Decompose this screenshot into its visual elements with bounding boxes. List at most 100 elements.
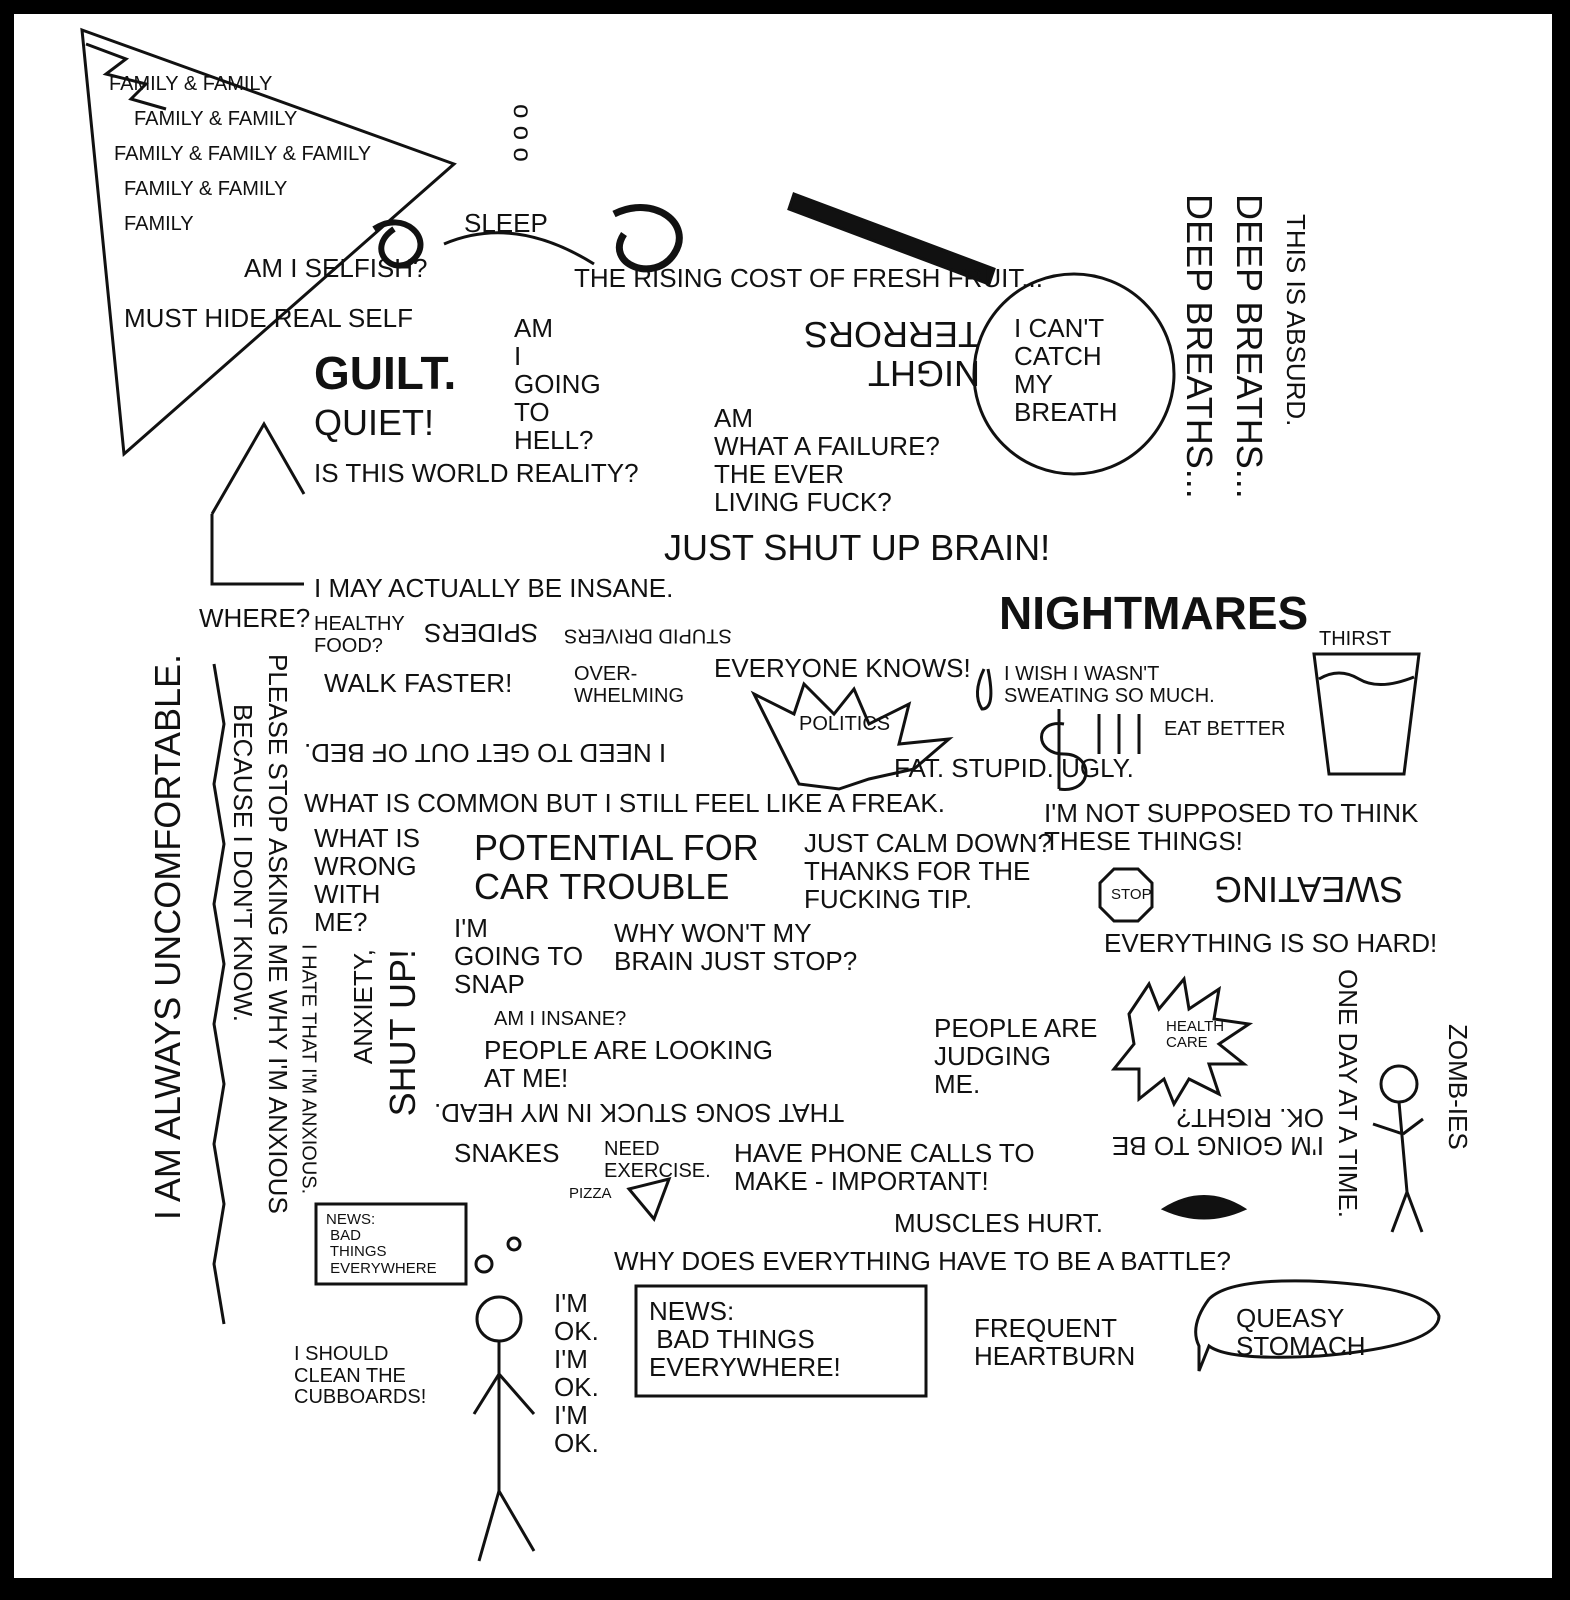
phrase: SWEATING xyxy=(1214,868,1404,910)
stick-figure-body xyxy=(472,1341,536,1562)
phrase: I HATE THAT I'M ANXIOUS. xyxy=(297,944,320,1195)
phrase: I'M OK. I'M OK. I'M OK. xyxy=(554,1288,599,1459)
news-box-small-text: NEWS: BAD THINGS EVERYWHERE xyxy=(326,1211,437,1277)
phrase: I'M GOING TO SNAP xyxy=(454,913,584,1000)
phrase: SNAKES xyxy=(454,1138,560,1168)
family-text: FAMILY & FAMILY xyxy=(109,73,273,95)
phrase: HEALTH CARE xyxy=(1166,1018,1225,1052)
dollar-sign-icon xyxy=(1040,709,1088,791)
phrase: WHY DOES EVERYTHING HAVE TO BE A BATTLE? xyxy=(614,1246,1231,1276)
family-text: FAMILY & FAMILY & FAMILY xyxy=(114,143,372,165)
phrase: JUST CALM DOWN? THANKS FOR THE FUCKING T… xyxy=(804,828,1052,915)
phrase: QUEASY STOMACH xyxy=(1236,1303,1366,1362)
zombie-body xyxy=(1372,1101,1424,1233)
queasy-bubble xyxy=(1194,1279,1441,1372)
family-triangle xyxy=(80,27,457,458)
breath-circle xyxy=(972,272,1176,476)
phrase: I'M GOING TO BE OK. RIGHT? xyxy=(1111,1103,1324,1162)
phrase: ONE DAY AT A TIME. xyxy=(1333,969,1364,1219)
house-walls xyxy=(210,514,304,586)
family-text: FAMILY & FAMILY xyxy=(124,178,288,200)
phrase: SLEEP xyxy=(464,208,548,238)
phrase: MUST HIDE REAL SELF xyxy=(124,303,413,333)
family-text: FAMILY & FAMILY xyxy=(134,108,298,130)
phrase: THE RISING COST OF FRESH FRUIT... xyxy=(574,263,1043,293)
line-drawings xyxy=(80,27,1441,1562)
phrase: HAVE PHONE CALLS TO MAKE - IMPORTANT! xyxy=(734,1138,1035,1197)
phrase: I NEED TO GET OUT OF BED. xyxy=(304,738,667,769)
phrase: THIS IS ABSURD. xyxy=(1281,214,1312,427)
phrase: FREQUENT HEARTBURN xyxy=(974,1313,1136,1372)
stick-figure-head xyxy=(475,1295,523,1343)
bucket-icon xyxy=(1312,652,1421,776)
water-drop-icon xyxy=(976,668,993,711)
phrase: EVERYTHING IS SO HARD! xyxy=(1104,928,1438,958)
phrase: NEED EXERCISE. xyxy=(604,1138,711,1182)
phrase: EAT BETTER xyxy=(1164,718,1286,740)
phrase: WHAT IS COMMON BUT I STILL FEEL LIKE A F… xyxy=(304,788,945,818)
stop-sign-label: STOP xyxy=(1111,886,1152,903)
phrase: WALK FASTER! xyxy=(324,668,513,698)
news-box-small xyxy=(314,1202,468,1286)
phrase: AM I SELFISH? xyxy=(244,253,428,283)
explosion-health xyxy=(1110,975,1254,1108)
phrase: AM WHAT A FAILURE? THE EVER LIVING FUCK? xyxy=(714,403,940,518)
tally-marks xyxy=(1097,714,1141,754)
eye-icon xyxy=(1160,1195,1248,1220)
phrase: MUSCLES HURT. xyxy=(894,1208,1104,1238)
scribble-icon xyxy=(372,219,424,269)
house-icon xyxy=(210,420,306,515)
phrase: WHY WON'T MY BRAIN JUST STOP? xyxy=(614,918,858,977)
thought-bubble xyxy=(506,1236,522,1252)
phrase: I AM ALWAYS UNCOMFORTABLE. xyxy=(147,654,188,1221)
phrase: PIZZA xyxy=(569,1185,612,1202)
thought-bubble xyxy=(474,1254,494,1274)
phrase: OVER- WHELMING xyxy=(574,663,684,707)
phrase: WHERE? xyxy=(199,603,311,633)
stop-sign xyxy=(1098,867,1154,923)
phrase: PLEASE STOP ASKING ME WHY I'M ANXIOUS xyxy=(263,654,294,1214)
phrase: o o o xyxy=(508,104,539,162)
phrase: NIGHT TERRORS xyxy=(804,313,981,394)
news-box-big xyxy=(634,1284,928,1398)
zigzag-decoration xyxy=(85,42,167,111)
phrase: THAT SONG STUCK IN MY HEAD. xyxy=(434,1098,845,1129)
politics-label: POLITICS xyxy=(799,713,891,735)
phrase: I MAY ACTUALLY BE INSANE. xyxy=(314,573,674,603)
zombie-head xyxy=(1379,1064,1419,1104)
phrase: PEOPLE ARE LOOKING AT ME! xyxy=(484,1035,773,1094)
phrase: PEOPLE ARE JUDGING ME. xyxy=(934,1013,1098,1100)
marker-bar xyxy=(787,192,996,286)
phrase: DEEP BREATHS... xyxy=(1178,194,1220,499)
phrase: SHUT UP! xyxy=(382,949,423,1117)
zigzag-line xyxy=(212,663,226,1325)
phrase: AM I INSANE? xyxy=(494,1008,627,1030)
phrase: I'M NOT SUPPOSED TO THINK THESE THINGS! xyxy=(1044,798,1419,857)
eyelash-icon xyxy=(443,231,595,266)
phrase: DEEP BREATHS... xyxy=(1228,194,1270,499)
phrase: IS THIS WORLD REALITY? xyxy=(314,458,639,488)
breath-text: I CAN'T CATCH MY BREATH xyxy=(1014,313,1118,428)
phrase: QUIET! xyxy=(314,402,435,443)
pizza-slice-icon xyxy=(626,1176,672,1222)
phrase: STUPID DRIVERS xyxy=(564,624,732,647)
phrase: BECAUSE I DON'T KNOW. xyxy=(228,704,259,1022)
phrase: SPIDERS xyxy=(424,618,539,649)
phrase: WHAT IS WRONG WITH ME? xyxy=(314,823,420,938)
phrase: GUILT. xyxy=(314,347,457,399)
phrase: ANXIETY, xyxy=(348,949,378,1065)
explosion-politics xyxy=(750,681,954,791)
news-box-big-text: NEWS: BAD THINGS EVERYWHERE! xyxy=(649,1296,841,1383)
phrase: ZOMB-IES xyxy=(1443,1024,1474,1150)
phrase: JUST SHUT UP BRAIN! xyxy=(664,527,1051,568)
scribble-icon xyxy=(612,204,683,273)
phrase: FAT. STUPID. UGLY. xyxy=(894,753,1134,783)
family-text: FAMILY xyxy=(124,213,194,235)
phrase: POTENTIAL FOR CAR TROUBLE xyxy=(474,827,759,907)
phrase: EVERYONE KNOWS! xyxy=(714,653,971,683)
drawing-canvas: FAMILY & FAMILY FAMILY & FAMILY FAMILY &… xyxy=(14,14,1552,1578)
phrase: AM I GOING TO HELL? xyxy=(514,313,601,456)
phrase: THIRST xyxy=(1319,628,1392,650)
phrase: HEALTHY FOOD? xyxy=(314,613,405,657)
phrase: I WISH I WASN'T SWEATING SO MUCH. xyxy=(1004,663,1215,707)
